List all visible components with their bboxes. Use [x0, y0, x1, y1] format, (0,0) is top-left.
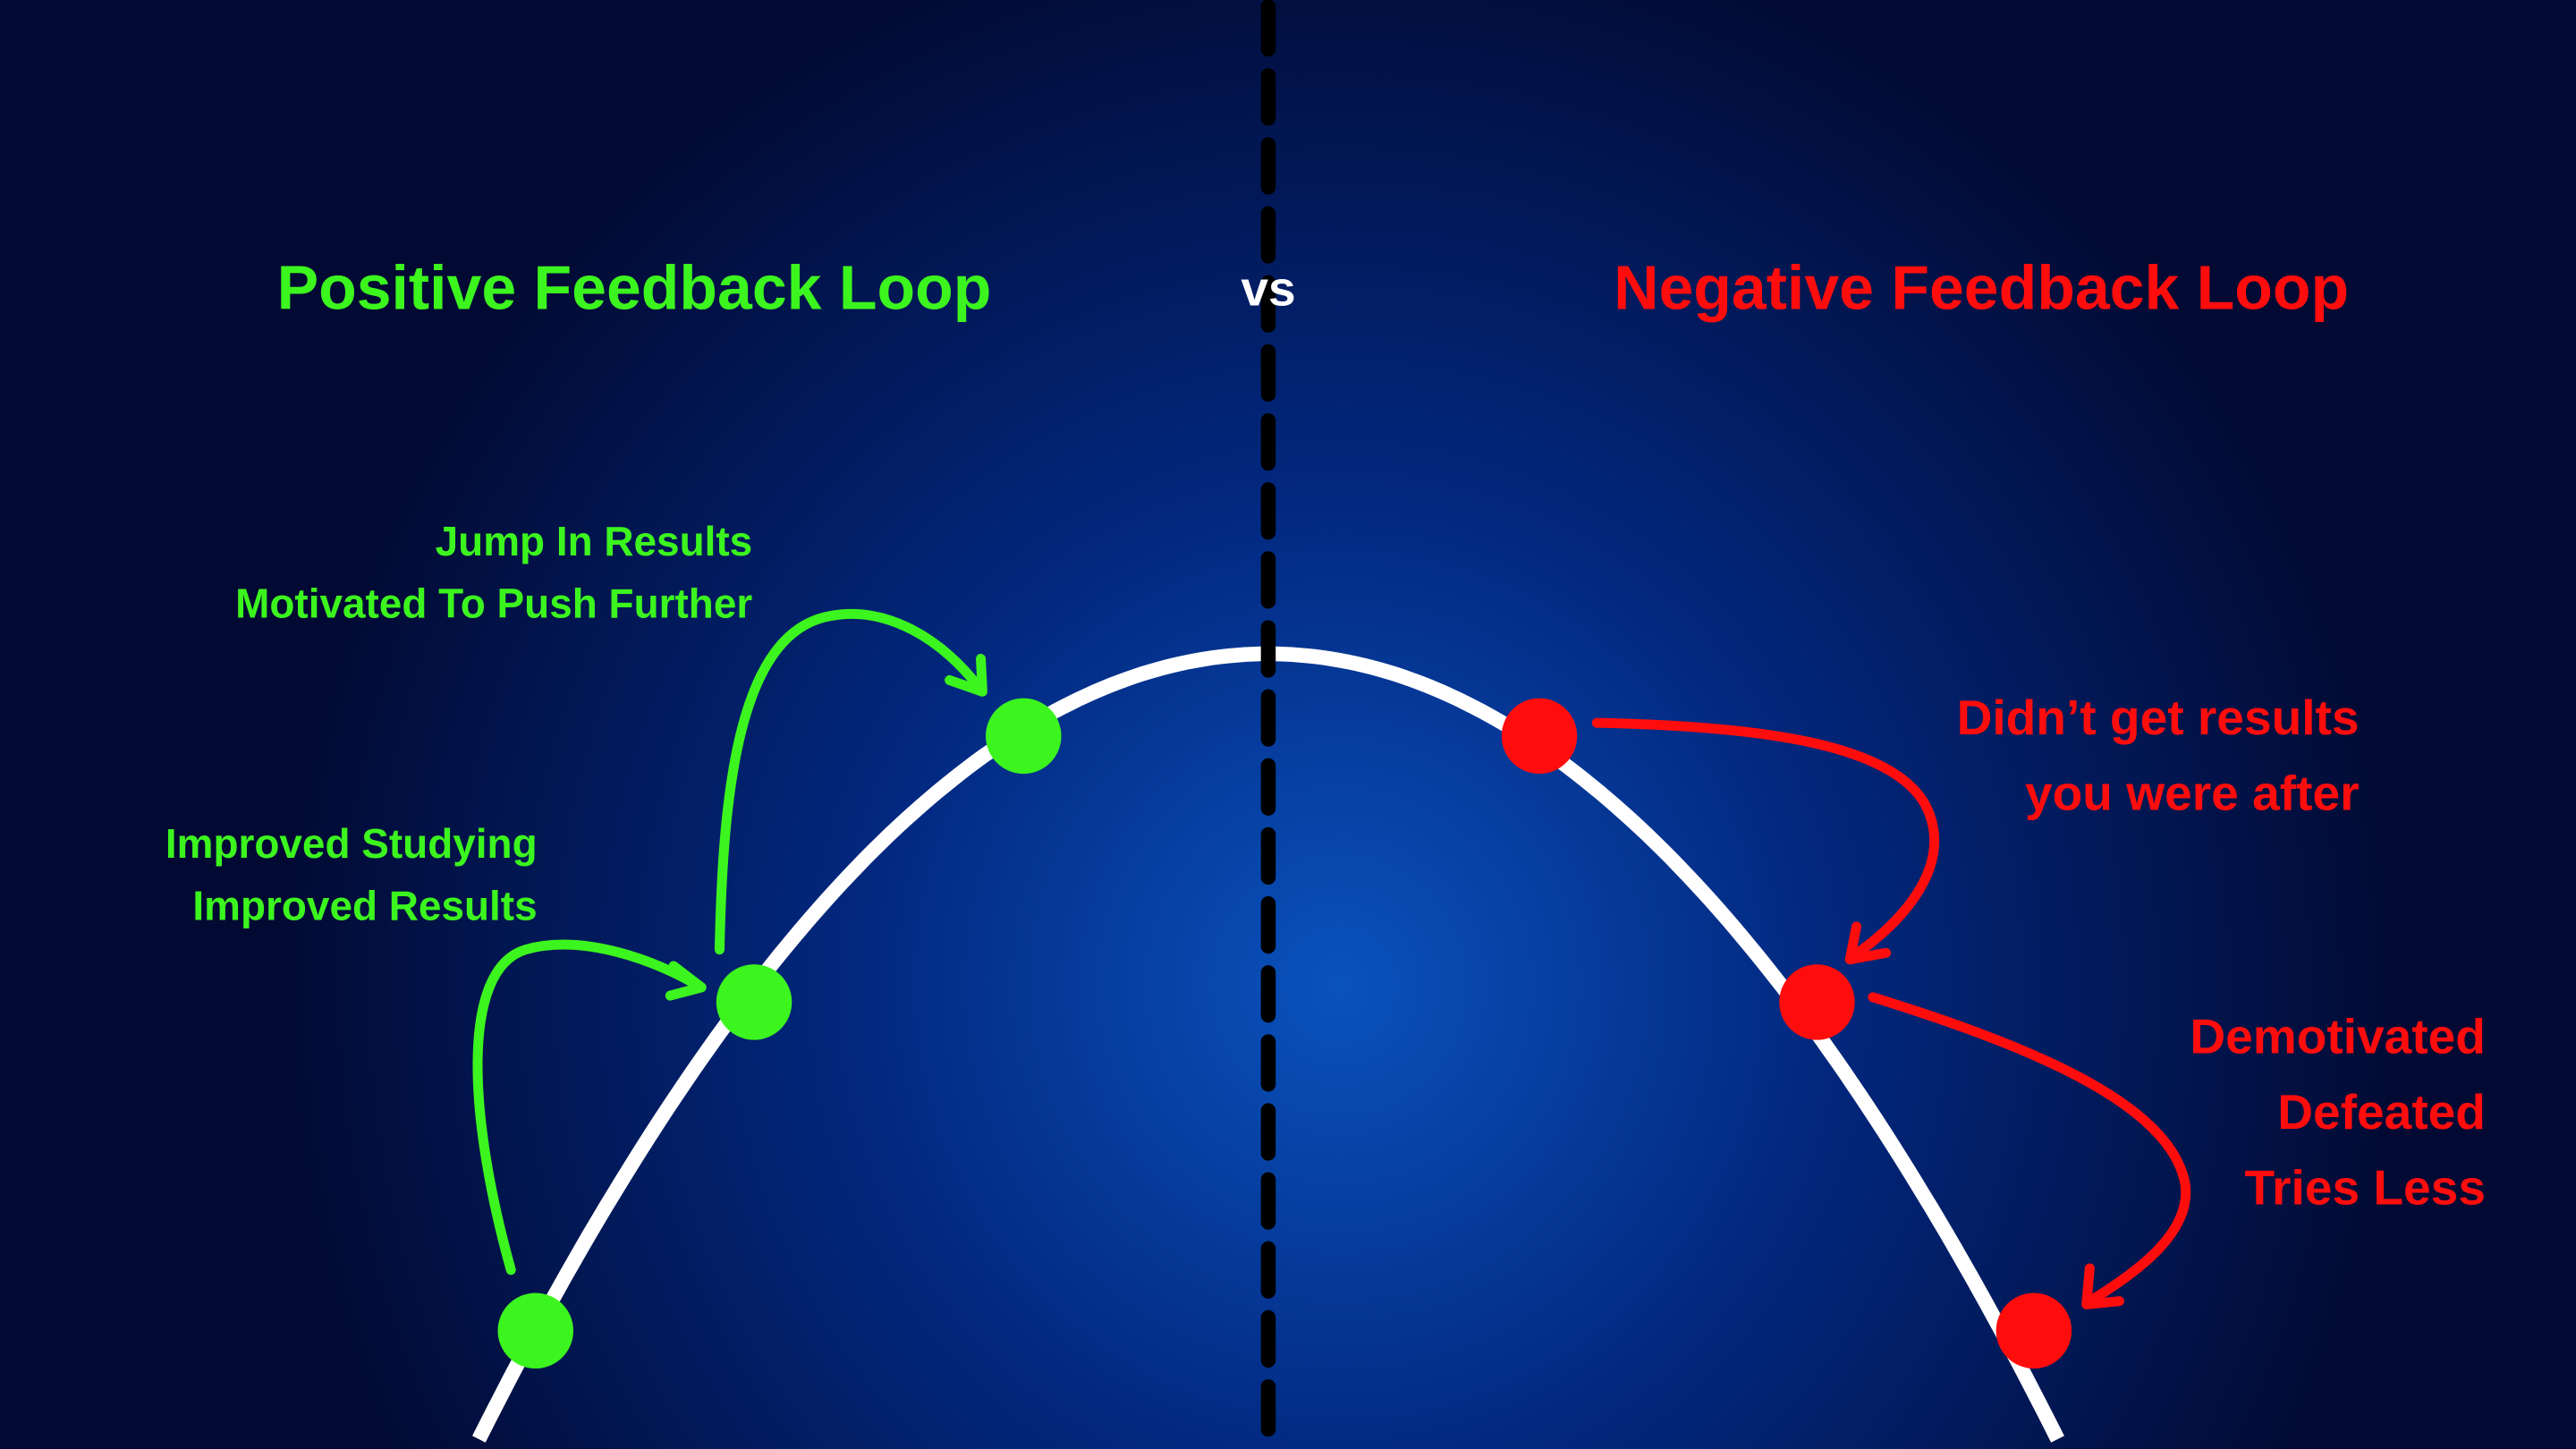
red-arrow-2 [1868, 992, 2191, 1307]
negative-title: Negative Feedback Loop [1614, 252, 2349, 322]
improved-label-line2: Improved Results [192, 883, 537, 929]
demotivated-label-line1: Demotivated [2190, 1008, 2486, 1063]
red-arrowhead-1 [1844, 921, 1892, 965]
negative-points [1501, 698, 2072, 1368]
didnt-label-line2: you were after [2025, 766, 2360, 821]
jump-label-line2: Motivated To Push Further [235, 580, 752, 627]
green-arrowhead-1 [665, 961, 707, 1001]
jump-label-line1: Jump In Results [436, 518, 753, 564]
red-point-3 [1996, 1292, 2072, 1368]
vs-label: vs [1241, 261, 1295, 317]
green-arrow-1 [472, 939, 704, 1275]
demotivated-label-line2: Defeated [2277, 1084, 2486, 1140]
red-arrowhead-2 [2081, 1263, 2124, 1309]
green-point-3 [986, 698, 1062, 775]
green-arrowhead-2 [945, 654, 987, 697]
positive-title: Positive Feedback Loop [277, 252, 992, 322]
didnt-label-line1: Didn’t get results [1957, 690, 2360, 745]
green-point-2 [716, 964, 792, 1040]
green-point-1 [497, 1292, 574, 1368]
improved-label-line1: Improved Studying [165, 820, 538, 867]
positive-points [497, 698, 1062, 1368]
red-point-1 [1501, 698, 1578, 775]
negative-arrows [1591, 717, 2191, 1309]
red-arrow-1 [1591, 717, 1940, 962]
green-arrow-2 [714, 608, 987, 955]
demotivated-label-line3: Tries Less [2244, 1159, 2486, 1215]
positive-arrows [472, 608, 987, 1275]
red-point-2 [1779, 964, 1855, 1040]
